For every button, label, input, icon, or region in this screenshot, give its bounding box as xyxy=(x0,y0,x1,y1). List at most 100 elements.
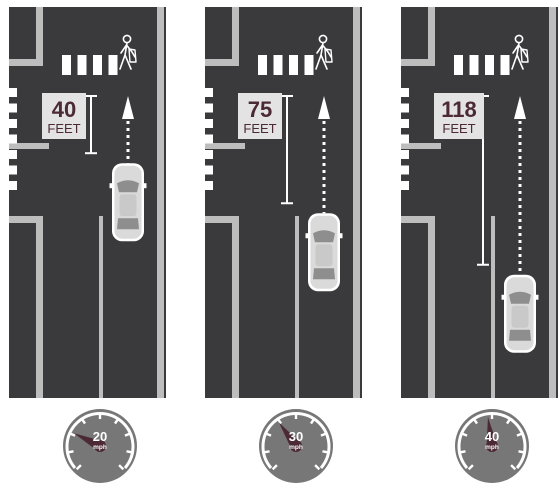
curb xyxy=(401,216,435,223)
crosswalk-bar xyxy=(273,55,283,75)
crosswalk-bar xyxy=(9,181,17,190)
speedometer-tick xyxy=(75,464,82,471)
curb xyxy=(232,216,239,398)
speed-unit: mph xyxy=(485,444,499,451)
crosswalk-bar xyxy=(205,119,213,128)
crosswalk-bar xyxy=(401,134,409,144)
crosswalk-bar xyxy=(9,119,17,128)
curb xyxy=(36,216,43,398)
speedometer-tick xyxy=(516,432,523,437)
crosswalk-bar xyxy=(205,150,213,159)
speedometer-tick xyxy=(265,432,272,437)
speedometer-tick xyxy=(322,450,329,454)
distance-unit: FEET xyxy=(442,121,475,136)
crosswalk-bar xyxy=(9,134,17,144)
speedometer-needle xyxy=(486,417,498,447)
distance-unit: FEET xyxy=(243,121,276,136)
distance-value: 118 xyxy=(441,97,477,122)
car-icon xyxy=(109,163,147,242)
distance-unit: FEET xyxy=(47,121,80,136)
crosswalk-bar xyxy=(77,55,87,75)
speed-value: 30 xyxy=(289,429,303,444)
speed-unit: mph xyxy=(93,444,107,451)
crosswalk-bar xyxy=(205,88,213,97)
speed-value: 40 xyxy=(485,429,499,444)
speedometer-tick xyxy=(518,450,525,454)
crosswalk-bar xyxy=(401,119,409,128)
crosswalk-bar xyxy=(401,103,409,113)
speedometer-hub xyxy=(290,440,302,452)
speed-unit: mph xyxy=(289,444,303,451)
curb xyxy=(205,143,245,149)
speedometer-tick xyxy=(114,417,120,425)
curb xyxy=(9,216,43,223)
speedometer-tick xyxy=(124,432,131,437)
curb xyxy=(9,59,43,66)
crosswalk-bar xyxy=(9,165,17,175)
crosswalk-bar xyxy=(469,55,479,75)
distance-value: 75 xyxy=(248,97,272,122)
speedometer-tick xyxy=(461,432,468,437)
crosswalk-bar xyxy=(205,181,213,190)
curb xyxy=(36,7,43,59)
speedometer-tick xyxy=(506,417,512,425)
crosswalk-bar xyxy=(500,55,510,75)
speedometer-tick xyxy=(276,417,282,425)
distance-label-box xyxy=(238,93,282,139)
crosswalk-bar xyxy=(401,181,409,190)
speedometer-tick xyxy=(118,464,125,471)
crosswalk-bar xyxy=(62,55,71,75)
speedometer-tick xyxy=(459,450,466,454)
curb xyxy=(205,216,239,223)
speedometer-tick xyxy=(263,450,270,454)
speedometer-tick xyxy=(467,464,474,471)
distance-label-box xyxy=(42,93,86,139)
crosswalk-bar xyxy=(401,150,409,159)
curb xyxy=(401,59,435,66)
curb xyxy=(205,59,239,66)
speedometer-tick xyxy=(314,464,321,471)
lane-line xyxy=(491,216,495,398)
crosswalk-bar xyxy=(93,55,102,75)
crosswalk-bar xyxy=(205,165,213,175)
crosswalk-bar xyxy=(304,55,314,75)
crosswalk-bar xyxy=(454,55,463,75)
speedometer-tick xyxy=(472,417,478,425)
crosswalk-bar xyxy=(401,88,409,97)
car-icon xyxy=(501,274,539,353)
crosswalk-bar xyxy=(485,55,494,75)
curb xyxy=(428,216,435,398)
car-icon xyxy=(305,213,343,292)
crosswalk-bar xyxy=(401,165,409,175)
crosswalk-bar xyxy=(289,55,298,75)
curb xyxy=(353,7,360,398)
curb xyxy=(9,143,49,149)
arrow-head xyxy=(122,96,134,119)
speedometer-tick xyxy=(126,450,133,454)
crosswalk-bar xyxy=(9,103,17,113)
speedometer-tick xyxy=(320,432,327,437)
curb xyxy=(232,7,239,59)
crosswalk-bar xyxy=(258,55,267,75)
crosswalk-bar xyxy=(205,103,213,113)
speedometer-hub xyxy=(94,440,106,452)
curb xyxy=(549,7,556,398)
curb xyxy=(401,143,441,149)
curb xyxy=(428,7,435,59)
arrow-head xyxy=(318,96,330,119)
crosswalk-bar xyxy=(108,55,118,75)
curb xyxy=(157,7,164,398)
speed-value: 20 xyxy=(93,429,107,444)
speedometer-tick xyxy=(510,464,517,471)
speedometer-tick xyxy=(271,464,278,471)
speedometer-tick xyxy=(67,450,74,454)
distance-label-box xyxy=(434,93,484,139)
crosswalk-bar xyxy=(9,88,17,97)
